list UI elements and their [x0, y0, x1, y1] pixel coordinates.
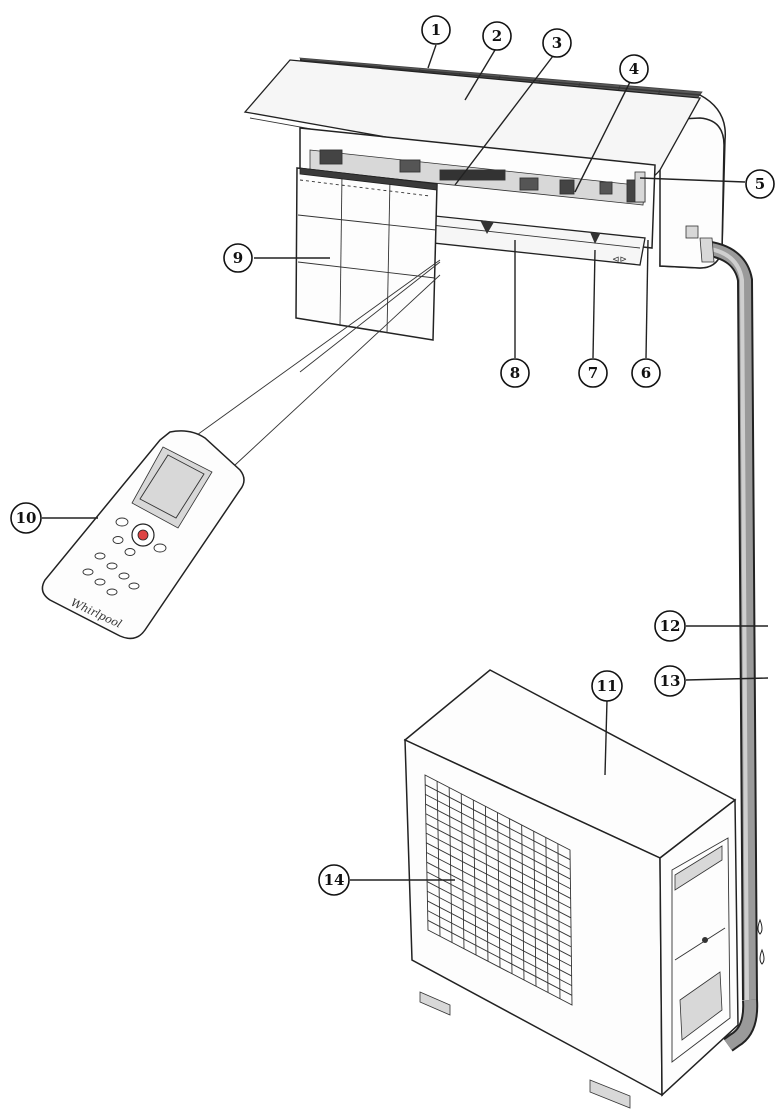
callout-11-label: 11	[597, 677, 618, 695]
callout-1: 1	[421, 15, 451, 45]
grille-bar-horizontal	[424, 784, 571, 861]
remote-control: Whirlpool	[41, 259, 441, 640]
outdoor-unit	[403, 669, 765, 1109]
grille-bar-horizontal	[426, 852, 572, 928]
callout-12-label: 12	[660, 617, 681, 635]
callout-3-label: 3	[552, 34, 562, 52]
grille-bar-horizontal	[426, 871, 572, 948]
callout-7: 7	[578, 358, 608, 388]
refrigerant-pipe	[699, 237, 758, 1001]
callout-14: 14	[318, 864, 350, 896]
callout-8: 8	[500, 358, 530, 388]
grille-bar-horizontal	[426, 861, 572, 938]
callout-10: 10	[10, 502, 42, 534]
callout-4: 4	[619, 54, 649, 84]
callout-9: 9	[223, 243, 253, 273]
callout-5: 5	[745, 169, 775, 199]
callout-1-label: 1	[431, 21, 441, 39]
grille-bar-horizontal	[427, 900, 572, 977]
callout-8-label: 8	[510, 364, 520, 382]
callout-7-label: 7	[588, 364, 598, 382]
callout-14-label: 14	[324, 871, 345, 889]
callout-3: 3	[542, 28, 572, 58]
air-filter	[295, 167, 438, 341]
callout-11: 11	[591, 670, 623, 702]
callout-6: 6	[631, 358, 661, 388]
callout-4-label: 4	[629, 60, 639, 78]
callout-6-label: 6	[641, 364, 651, 382]
callout-10-label: 10	[16, 509, 37, 527]
callouts: 1 2 3 4 5 6 7 8	[10, 15, 775, 896]
grille-bar-horizontal	[426, 842, 572, 919]
grille-bar-horizontal	[425, 813, 571, 890]
callout-9-label: 9	[233, 249, 243, 267]
svg-text:⊲⊳: ⊲⊳	[612, 255, 627, 265]
grille-bar-horizontal	[425, 823, 571, 899]
grille-bar-horizontal	[427, 910, 572, 987]
callout-12: 12	[654, 610, 686, 642]
callout-13-label: 13	[660, 672, 681, 690]
callout-5-label: 5	[755, 175, 765, 193]
grille-bar-horizontal	[426, 881, 572, 957]
callout-2-label: 2	[492, 27, 502, 45]
indoor-unit: ⊲⊳	[243, 57, 727, 341]
callout-13: 13	[654, 665, 686, 697]
grille-bar-horizontal	[427, 890, 572, 967]
grille-bar-horizontal	[425, 793, 571, 870]
grille-bar-horizontal	[425, 832, 571, 909]
callout-2: 2	[482, 21, 512, 51]
grille-bar-horizontal	[427, 919, 573, 996]
fan-grille	[424, 774, 573, 1006]
grille-bar-horizontal	[425, 803, 571, 880]
leader-lines	[42, 44, 769, 881]
